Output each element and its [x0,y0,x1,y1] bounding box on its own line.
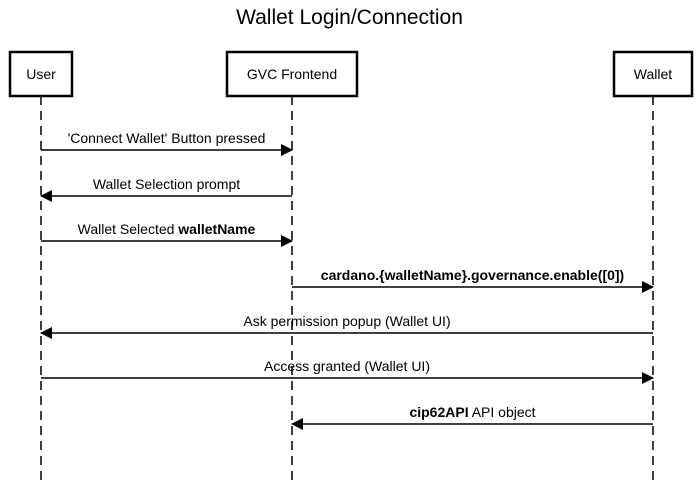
message-label-7: cip62API API object [409,404,535,420]
message-label-4: cardano.{walletName}.governance.enable([… [321,267,624,283]
participants: User GVC Frontend Wallet [8,50,694,481]
message-label-part: Access granted (Wallet UI) [264,358,430,374]
message-label-1: 'Connect Wallet' Button pressed [68,130,266,146]
participant-label-user: User [26,66,56,82]
message-label-part: walletName [177,221,255,237]
message-label-6: Access granted (Wallet UI) [264,358,430,374]
message-label-3: Wallet Selected walletName [78,221,256,237]
participant-label-wallet: Wallet [634,66,672,82]
message-label-part: Wallet Selection prompt [93,176,240,192]
participant-box-wallet [612,50,694,98]
message-label-5: Ask permission popup (Wallet UI) [243,313,450,329]
message-label-part: API object [469,404,536,420]
message-label-part: Ask permission popup (Wallet UI) [243,313,450,329]
message-label-part: cip62API [409,404,468,420]
message-label-2: Wallet Selection prompt [93,176,240,192]
participant-box-user [8,50,74,98]
message-label-part: 'Connect Wallet' Button pressed [68,130,266,146]
participant-label-frontend: GVC Frontend [247,66,337,82]
diagram-title: Wallet Login/Connection [236,6,463,29]
message-label-part: cardano.{walletName}.governance.enable([… [321,267,624,283]
participant-box-frontend [225,50,359,98]
message-label-part: Wallet Selected [78,221,179,237]
